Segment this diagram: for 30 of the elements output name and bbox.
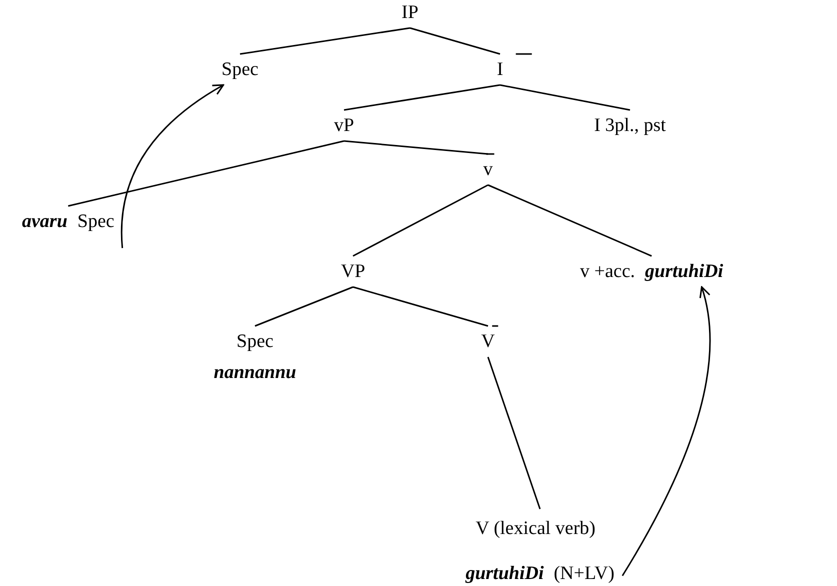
tree-branch [352, 184, 488, 257]
node-label: Spec [222, 60, 258, 79]
node-label: Spec [236, 332, 274, 351]
tree-branch [352, 286, 488, 327]
node-label: I 3pl., pst [594, 116, 666, 135]
node-label: v [483, 160, 493, 179]
movement-arrow [120, 84, 224, 248]
tree-branch [500, 84, 630, 111]
tree-branch [488, 184, 652, 257]
node-label: VP [340, 262, 366, 281]
example-word: gurtuhiDi [645, 262, 724, 281]
tree-branch [68, 140, 344, 207]
movement-arrow [622, 286, 711, 576]
node-label: IP [402, 3, 418, 22]
node-label: V [481, 332, 495, 351]
tree-branch [487, 356, 541, 510]
node-label: vP [334, 116, 354, 135]
node-label: v +acc. [580, 262, 636, 281]
node-label: V (lexical verb) [476, 518, 596, 539]
example-word: nannannu [214, 363, 296, 382]
tree-branch [410, 27, 500, 55]
node-label: (N+LV) [554, 564, 614, 582]
tree-branch [254, 286, 354, 327]
tree-branch [344, 84, 500, 111]
example-word: avaru [22, 212, 68, 231]
node-label: Spec [77, 212, 114, 231]
node-label: I [496, 60, 504, 79]
example-word: gurtuhiDi [466, 564, 544, 582]
tree-branch [240, 27, 410, 55]
tree-branch [344, 140, 488, 155]
